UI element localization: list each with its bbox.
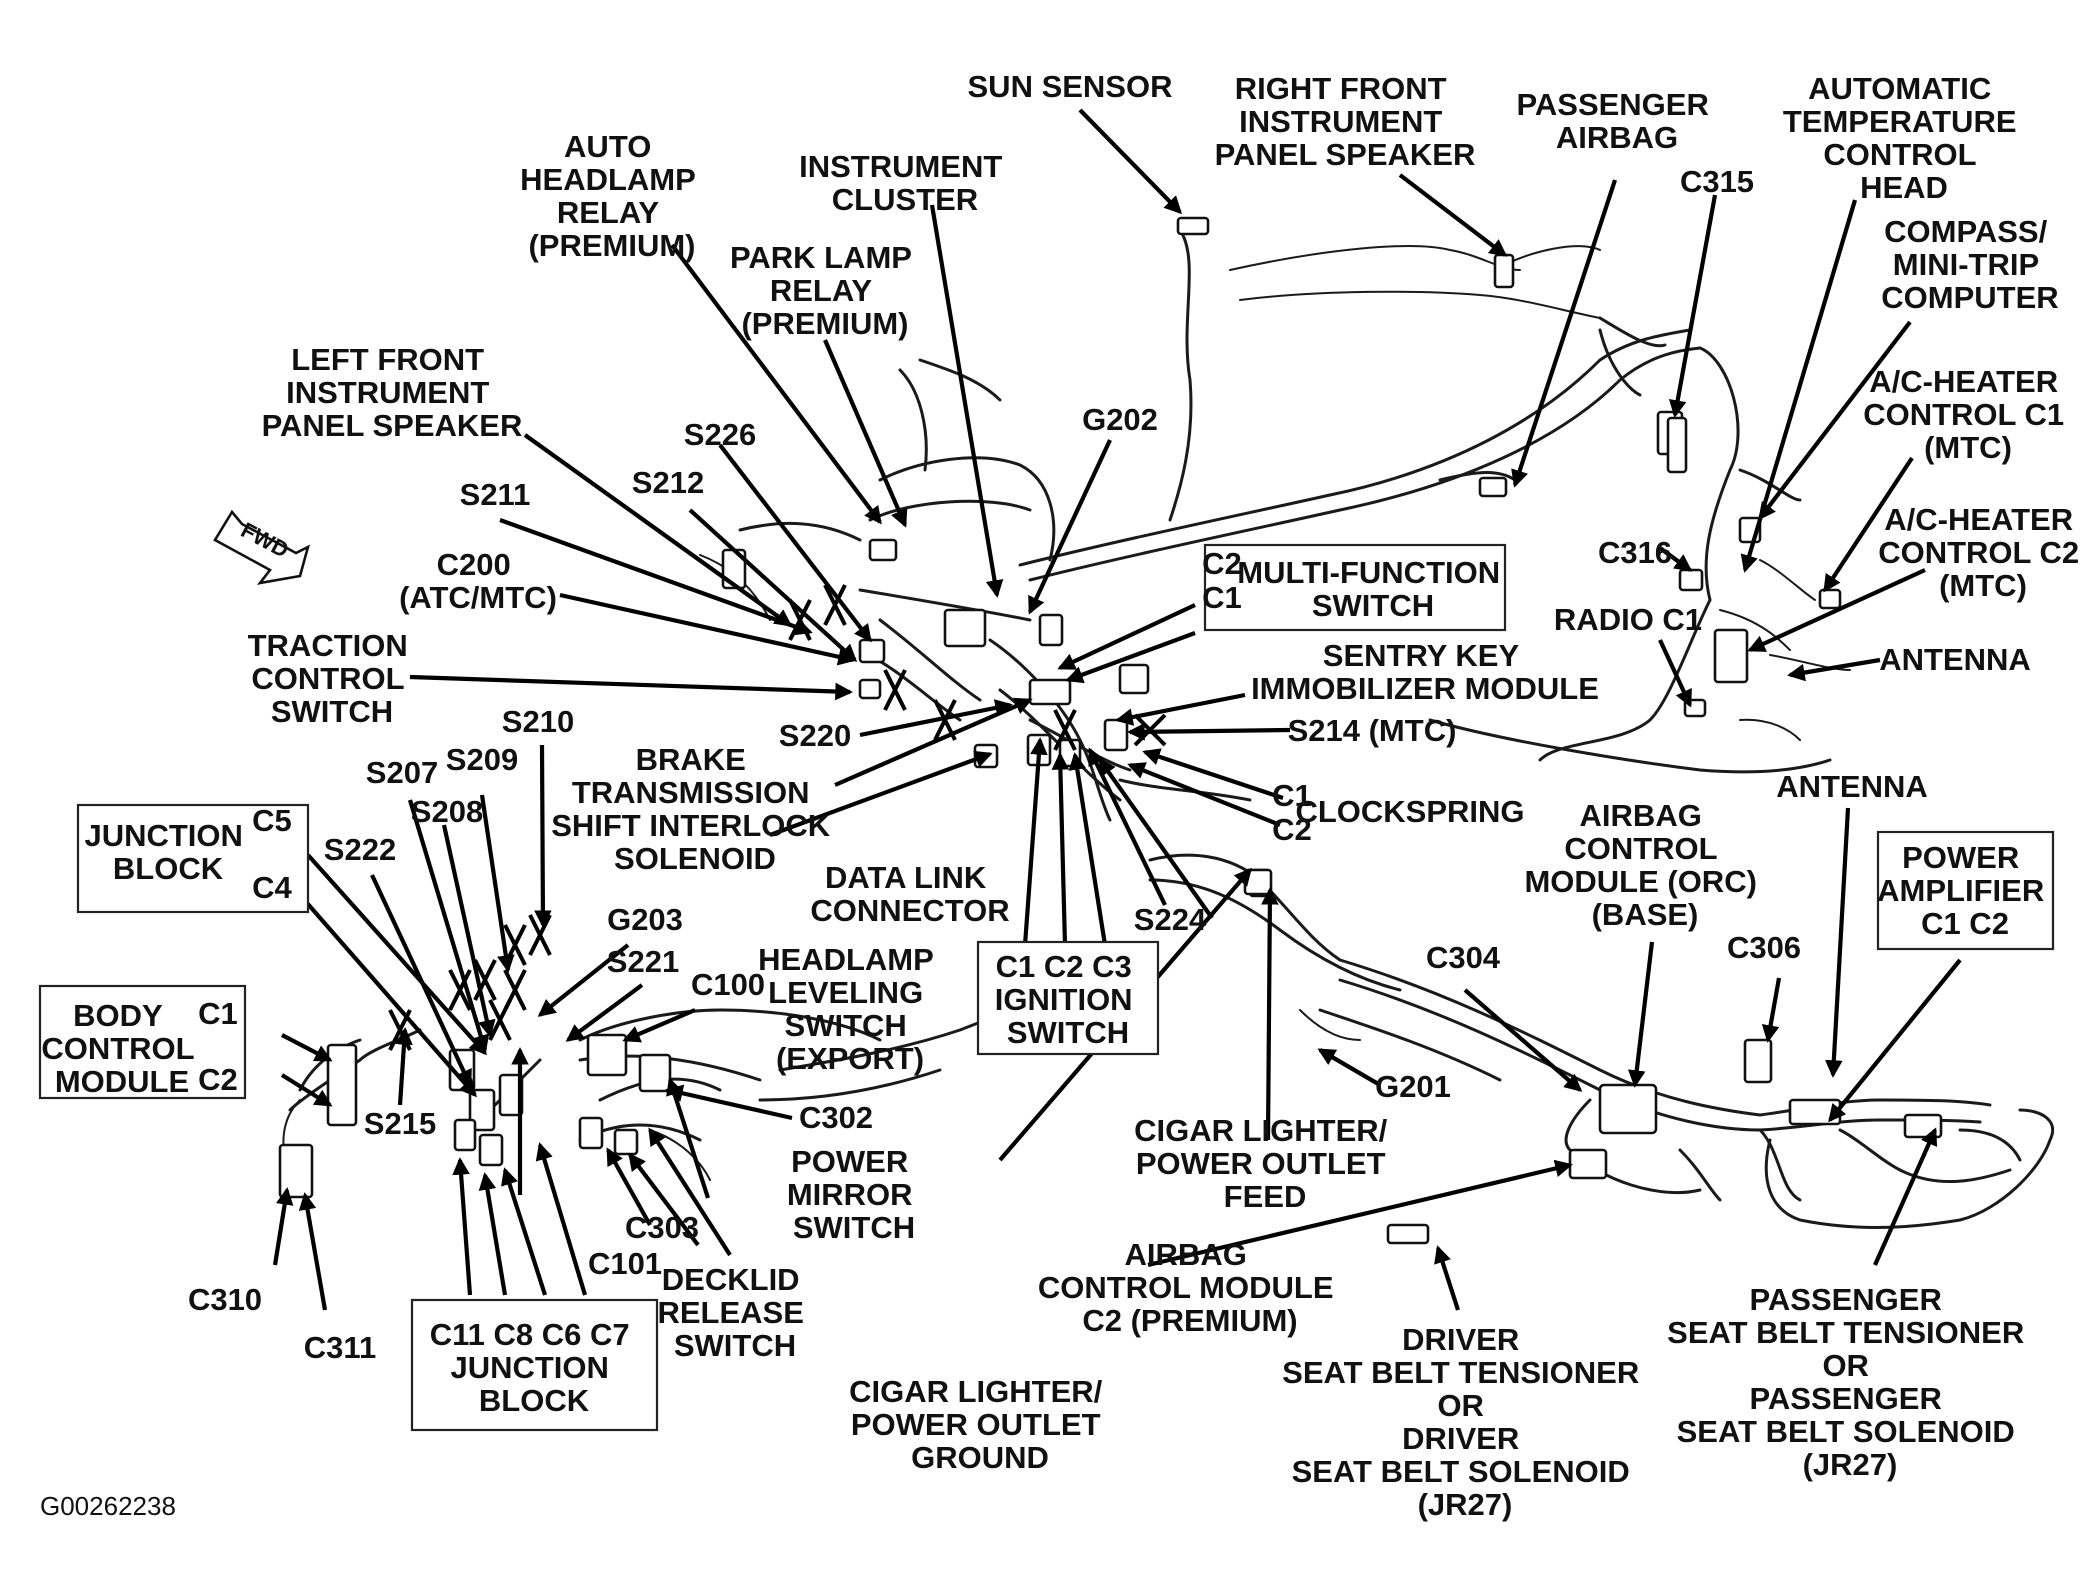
c200-label: C200 (ATC/MTC) (399, 547, 557, 615)
forward-direction-arrow: FWD (213, 509, 311, 585)
ignition-switch-label: C1 C2 C3 IGNITION SWITCH (995, 949, 1141, 1050)
c100-label: C100 (691, 967, 765, 1002)
s208-label: S208 (411, 794, 483, 829)
s214-label: S214 (MTC) (1288, 713, 1457, 748)
junction-block-top-box (76, 803, 310, 914)
antenna-top-label: ANTENNA (1879, 642, 2031, 677)
s224-label: S224 (1134, 902, 1207, 937)
cigar-feed-label: CIGAR LIGHTER/ POWER OUTLET FEED (1134, 1113, 1396, 1214)
auto-headlamp-relay-label: AUTO HEADLAMP RELAY (PREMIUM) (520, 129, 704, 263)
clockspring-c1-label: C1 (1272, 778, 1312, 813)
s221-label: S221 (607, 944, 679, 979)
jb-c4-label: C4 (252, 870, 292, 905)
c316-label: C316 (1598, 535, 1672, 570)
c304-label: C304 (1426, 940, 1501, 975)
junction-block-bottom-box (410, 1298, 659, 1432)
btsi-label: BRAKE TRANSMISSION SHIFT INTERLOCK SOLEN… (551, 742, 839, 876)
s210-label: S210 (502, 704, 574, 739)
g203-label: G203 (607, 902, 683, 937)
s209-label: S209 (446, 742, 518, 777)
rf-speaker-label: RIGHT FRONT INSTRUMENT PANEL SPEAKER (1215, 71, 1476, 172)
c311-label: C311 (304, 1330, 376, 1365)
bcm-c2-label: C2 (198, 1062, 238, 1097)
clockspring-c2-label: C2 (1272, 812, 1312, 847)
passenger-airbag-label: PASSENGER AIRBAG (1517, 87, 1718, 155)
sentry-key-label: SENTRY KEY IMMOBILIZER MODULE (1251, 638, 1599, 706)
ignition-switch-box (976, 940, 1160, 1056)
c101-label: C101 (588, 1246, 662, 1281)
s215-label: S215 (364, 1106, 436, 1141)
cigar-ground-label: CIGAR LIGHTER/ POWER OUTLET GROUND (849, 1374, 1111, 1475)
multi-function-switch-label: MULTI-FUNCTION SWITCH (1237, 555, 1509, 623)
g201-label: G201 (1375, 1069, 1451, 1104)
s226-label: S226 (684, 417, 756, 452)
lf-speaker-label: LEFT FRONT INSTRUMENT PANEL SPEAKER (262, 342, 523, 443)
antenna-bottom-label: ANTENNA (1776, 769, 1928, 804)
instrument-cluster-label: INSTRUMENT CLUSTER (799, 149, 1011, 217)
c306-label: C306 (1727, 930, 1801, 965)
s212-label: S212 (632, 465, 704, 500)
harness-wiring (282, 228, 2055, 1229)
mfs-c2-label: C2 (1202, 546, 1242, 581)
data-link-label: DATA LINK CONNECTOR (810, 860, 1009, 928)
bcm-label: BODY CONTROL MODULE (41, 998, 202, 1099)
airbag-orc-label: AIRBAG CONTROL MODULE (ORC) (BASE) (1524, 798, 1765, 932)
park-lamp-relay-label: PARK LAMP RELAY (PREMIUM) (730, 240, 920, 341)
atc-head-label: AUTOMATIC TEMPERATURE CONTROL HEAD (1783, 71, 2025, 205)
bcm-c1-label: C1 (198, 996, 238, 1031)
power-mirror-label: POWER MIRROR SWITCH (787, 1144, 921, 1245)
ac-c2-label: A/C-HEATER CONTROL C2 (MTC) (1878, 502, 2088, 603)
labels: SUN SENSOR RIGHT FRONT INSTRUMENT PANEL … (41, 69, 2088, 1522)
power-amplifier-box (1876, 830, 2055, 951)
leader-arrows (272, 108, 1962, 1311)
sun-sensor-label: SUN SENSOR (968, 69, 1173, 104)
radio-c1-label: RADIO C1 (1554, 602, 1702, 637)
power-amplifier-label: POWER AMPLIFIER C1 C2 (1877, 840, 2053, 941)
s220-label: S220 (779, 718, 851, 753)
c315-label: C315 (1680, 164, 1754, 199)
headlamp-leveling-label: HEADLAMP LEVELING SWITCH (EXPORT) (758, 942, 942, 1076)
compass-label: COMPASS/ MINI-TRIP COMPUTER (1881, 214, 2058, 315)
clockspring-label: CLOCKSPRING (1295, 794, 1524, 829)
g202-label: G202 (1082, 402, 1158, 437)
junction-block-bottom-label: C11 C8 C6 C7 JUNCTION BLOCK (430, 1317, 639, 1418)
passenger-belt-label: PASSENGER SEAT BELT TENSIONER OR PASSENG… (1667, 1282, 2033, 1482)
c310-label: C310 (188, 1282, 262, 1317)
junction-block-top-label: JUNCTION BLOCK (84, 818, 251, 886)
s222-label: S222 (324, 832, 396, 867)
s211-label: S211 (460, 477, 531, 512)
driver-belt-label: DRIVER SEAT BELT TENSIONER OR DRIVER SEA… (1282, 1322, 1648, 1522)
jb-c5-label: C5 (252, 803, 292, 838)
decklid-label: DECKLID RELEASE SWITCH (657, 1262, 812, 1363)
label-boxes (38, 543, 2055, 1432)
c302-label: C302 (799, 1100, 873, 1135)
traction-control-label: TRACTION CONTROL SWITCH (248, 628, 417, 729)
figure-code: G00262238 (40, 1491, 176, 1521)
ac-c1-label: A/C-HEATER CONTROL C1 (MTC) (1863, 364, 2073, 465)
airbag-c2-label: AIRBAG CONTROL MODULE C2 (PREMIUM) (1038, 1237, 1342, 1338)
c303-label: C303 (625, 1210, 699, 1245)
mfs-c1-label: C1 (1202, 580, 1242, 615)
bcm-box (38, 984, 247, 1100)
multi-function-switch-box (1203, 543, 1507, 632)
s207-label: S207 (366, 755, 438, 790)
